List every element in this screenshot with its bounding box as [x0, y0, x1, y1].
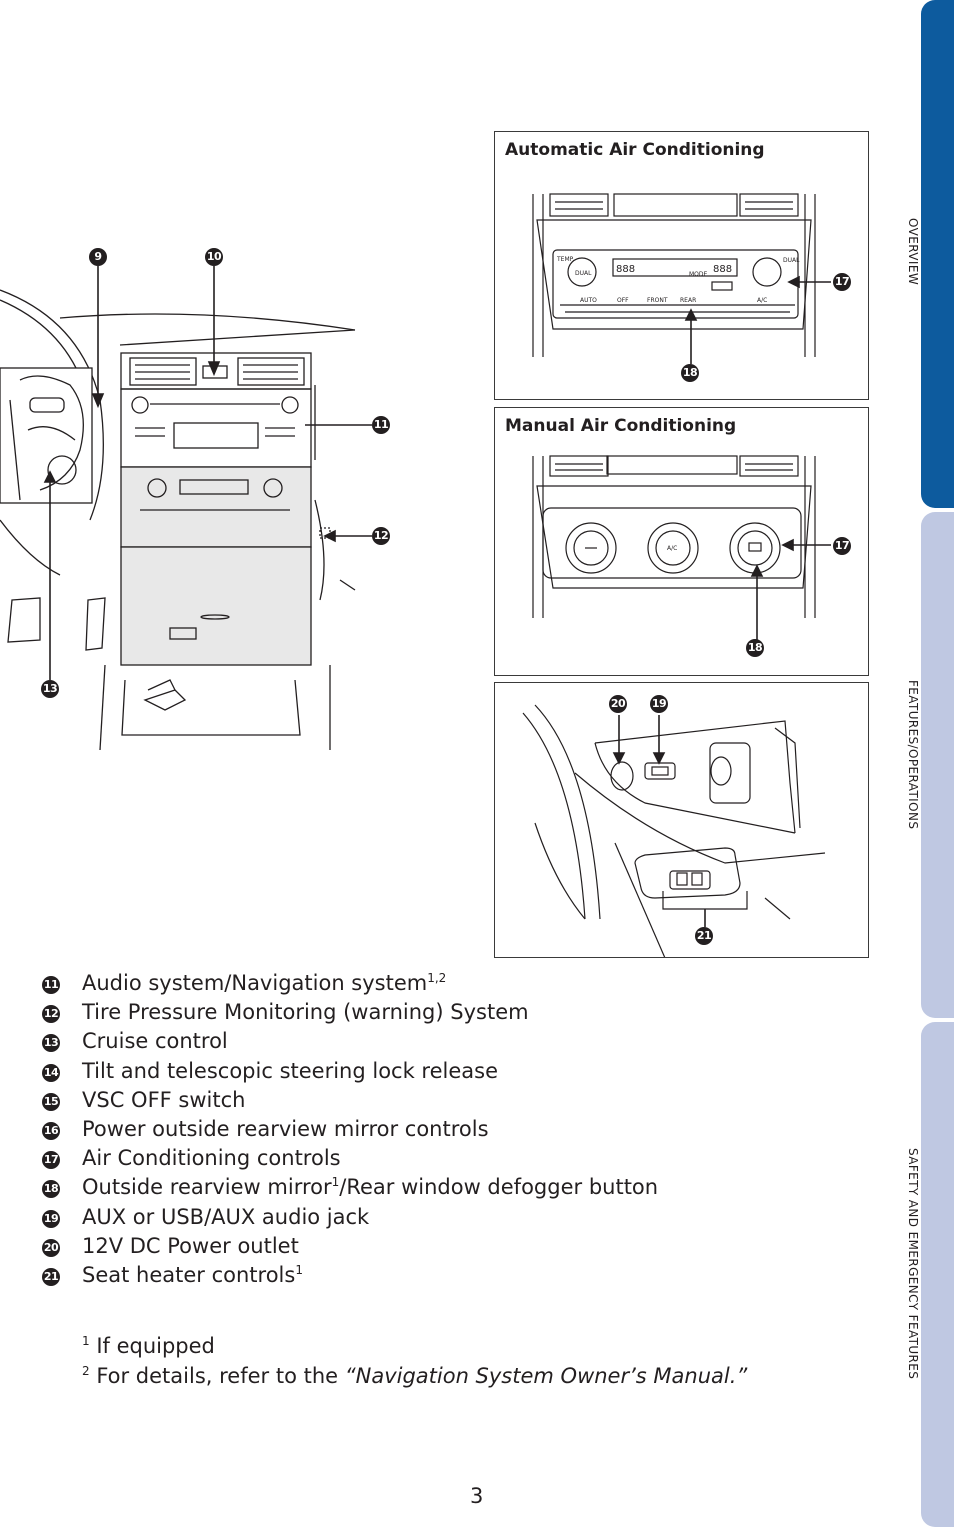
legend-text: 12V DC Power outlet	[82, 1233, 299, 1258]
legend-text: Air Conditioning controls	[82, 1146, 341, 1171]
auto-ac-dual-label: DUAL	[575, 270, 592, 277]
auto-ac-auto-label: AUTO	[580, 297, 597, 304]
legend-text: Cruise control	[82, 1029, 228, 1054]
auto-ac-display-left: 888	[616, 264, 635, 275]
callout-12: 12	[372, 527, 390, 545]
tab-features-label: FEATURES/OPERATIONS	[906, 680, 920, 830]
legend-number: 17	[42, 1151, 60, 1170]
legend-number: 14	[42, 1063, 60, 1082]
callout-9: 9	[89, 248, 107, 266]
console-callout-21: 21	[695, 927, 713, 945]
auto-ac-mode-label: MODE	[689, 271, 708, 278]
auto-ac-rear-label: REAR	[680, 297, 696, 304]
auto-ac-dual-label-right: DUAL	[783, 257, 800, 264]
callout-10: 10	[205, 248, 223, 266]
legend-text: Tire Pressure Monitoring (warning) Syste…	[82, 1000, 529, 1025]
footnote-2: 2 For details, refer to the “Navigation …	[82, 1364, 748, 1388]
legend-number: 11	[42, 976, 60, 994]
auto-ac-panel: Automatic Air Conditioning TEMP DUAL	[494, 131, 869, 400]
console-callout-19: 19	[650, 695, 668, 713]
tab-features-operations[interactable]	[921, 512, 954, 1018]
legend-number: 19	[42, 1209, 60, 1228]
legend-text: VSC OFF switch	[82, 1087, 246, 1112]
tab-safety-label: SAFETY AND EMERGENCY FEATURES	[906, 1148, 920, 1380]
tab-safety-emergency[interactable]	[921, 1022, 954, 1527]
auto-ac-illustration: TEMP DUAL 888 888 MODE DUAL AUTO OFF FRO…	[532, 193, 831, 364]
manual-ac-callout-17: 17	[833, 537, 851, 555]
auto-ac-display-right: 888	[713, 264, 732, 275]
auto-ac-title: Automatic Air Conditioning	[505, 140, 765, 160]
legend-text: Outside rearview mirror1/Rear window def…	[82, 1175, 659, 1200]
footnotes: 1 If equipped 2 For details, refer to th…	[82, 1334, 747, 1394]
legend-text: AUX or USB/AUX audio jack	[82, 1204, 370, 1229]
auto-ac-temp-label: TEMP	[556, 256, 574, 263]
auto-ac-off-label: OFF	[617, 297, 629, 304]
legend-number: 13	[42, 1034, 60, 1053]
page-number: 3	[470, 1484, 484, 1508]
dashboard-illustration	[0, 266, 372, 751]
tab-overview[interactable]	[921, 0, 954, 508]
legend-text: Audio system/Navigation system1,2	[82, 971, 447, 995]
legend-text: Seat heater controls1	[82, 1262, 303, 1287]
manual-ac-ac-label: A/C	[667, 545, 677, 552]
manual-ac-title: Manual Air Conditioning	[505, 416, 737, 436]
auto-ac-callout-17: 17	[833, 273, 851, 291]
legend-number: 12	[42, 1005, 60, 1024]
legend-number: 20	[42, 1238, 60, 1257]
callout-13: 13	[41, 680, 59, 698]
auto-ac-callout-18: 18	[681, 364, 699, 382]
legend-number: 15	[42, 1092, 60, 1111]
legend-text: Tilt and telescopic steering lock releas…	[82, 1058, 499, 1083]
footnote-1: 1 If equipped	[82, 1334, 215, 1358]
manual-ac-callout-18: 18	[746, 639, 764, 657]
legend-number: 18	[42, 1180, 60, 1199]
tab-overview-label: OVERVIEW	[906, 218, 920, 286]
console-callout-20: 20	[609, 695, 627, 713]
auto-ac-ac-label: A/C	[757, 297, 767, 304]
manual-ac-panel: Manual Air Conditioning A/C	[494, 407, 869, 676]
console-panel: 20 19 21	[494, 682, 869, 958]
manual-ac-illustration: A/C	[532, 455, 831, 640]
callout-11: 11	[372, 416, 390, 434]
console-illustration	[522, 704, 826, 957]
auto-ac-front-label: FRONT	[647, 297, 668, 304]
legend-number: 21	[42, 1267, 60, 1286]
legend-text: Power outside rearview mirror controls	[82, 1116, 489, 1141]
legend-number: 16	[42, 1121, 60, 1140]
